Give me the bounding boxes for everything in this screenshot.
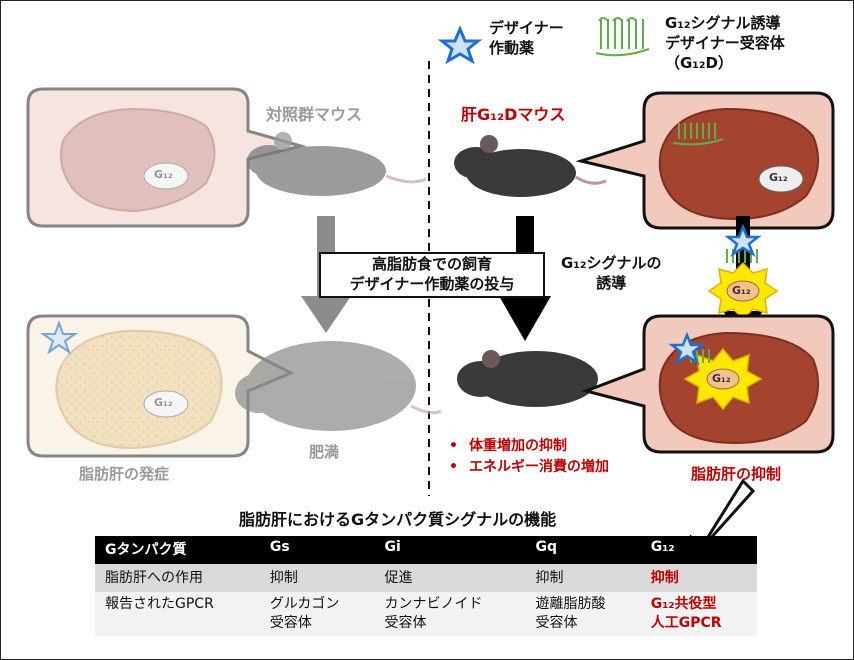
treatment-line-2: デザイナー作動薬の投与	[349, 275, 515, 293]
g12-badge-suppressed: G₁₂	[712, 372, 731, 385]
table-row: 報告されたGPCR グルカゴン受容体 カンナビノイド受容体 遊離脂肪酸受容体 G…	[95, 592, 757, 636]
legend-receptor-label: G₁₂シグナル誘導 デザイナー受容体 （G₁₂D）	[665, 14, 785, 72]
legend-drug-label: デザイナー 作動薬	[489, 19, 564, 57]
effect-item: •体重増加の抑制	[449, 438, 567, 454]
header-gs: Gs	[259, 536, 375, 564]
treatment-box: 高脂肪食での飼育 デザイナー作動薬の投与	[319, 252, 545, 298]
row-label-effect: 脂肪肝への作用	[95, 564, 260, 592]
cell-gi-effect: 促進	[374, 564, 526, 592]
cell-g12-effect: 抑制	[640, 564, 757, 592]
control-mouse-label: 対照群マウス	[266, 105, 363, 124]
row-label-gpcr: 報告されたGPCR	[95, 592, 260, 636]
induction-label: G₁₂シグナルの 誘導	[561, 254, 662, 292]
cell-gs-effect: 抑制	[259, 564, 375, 592]
legend-star-icon	[437, 25, 483, 65]
g12d-liver-bubble	[575, 91, 835, 230]
fatty-liver-suppression-label: 脂肪肝の抑制	[691, 465, 782, 483]
header-gprotein: Gタンパク質	[95, 536, 260, 564]
effect-item: •エネルギー消費の増加	[449, 459, 609, 475]
g12d-mouse	[454, 135, 607, 197]
g12d-mouse-label: 肝G₁₂Dマウス	[461, 105, 566, 124]
table-title: 脂肪肝におけるGタンパク質シグナルの機能	[239, 510, 557, 529]
drug-star-icon	[39, 320, 79, 355]
g12-badge-fatty: G₁₂	[154, 396, 173, 409]
g-protein-table: Gタンパク質 Gs Gi Gq G₁₂ 脂肪肝への作用 抑制 促進 抑制 抑制 …	[95, 536, 757, 636]
suppressed-liver-bubble	[581, 314, 835, 454]
agonist-star-icon	[724, 223, 762, 257]
activation-burst	[707, 223, 779, 321]
table-header-row: Gタンパク質 Gs Gi Gq G₁₂	[95, 536, 757, 564]
table-row: 脂肪肝への作用 抑制 促進 抑制 抑制	[95, 564, 757, 592]
cell-g12-gpcr: G₁₂共役型人工GPCR	[640, 592, 757, 636]
cell-gq-effect: 抑制	[525, 564, 641, 592]
cell-gs-gpcr: グルカゴン受容体	[259, 592, 375, 636]
obesity-label: 肥満	[309, 443, 340, 461]
header-g12: G₁₂	[640, 536, 757, 564]
g12-badge-control: G₁₂	[154, 168, 173, 181]
g12-badge-healthy: G₁₂	[769, 171, 788, 184]
bound-star-icon	[668, 331, 706, 365]
effect-list: •体重増加の抑制 •エネルギー消費の増加	[449, 436, 609, 478]
header-gq: Gq	[525, 536, 641, 564]
control-mouse	[247, 132, 427, 196]
treatment-line-1: 高脂肪食での飼育	[371, 255, 492, 273]
obese-mouse	[235, 341, 442, 431]
fatty-liver-onset-label: 脂肪肝の発症	[79, 465, 170, 483]
g12-badge-burst: G₁₂	[732, 284, 751, 297]
cell-gq-gpcr: 遊離脂肪酸受容体	[525, 592, 641, 636]
lean-mouse	[457, 350, 637, 407]
g12d-receptor-icon	[672, 123, 724, 146]
control-liver-bubble	[26, 87, 307, 228]
legend-receptor-icon	[595, 17, 650, 57]
cell-gi-gpcr: カンナビノイド受容体	[374, 592, 526, 636]
header-gi: Gi	[374, 536, 526, 564]
fatty-liver-bubble	[26, 314, 295, 458]
